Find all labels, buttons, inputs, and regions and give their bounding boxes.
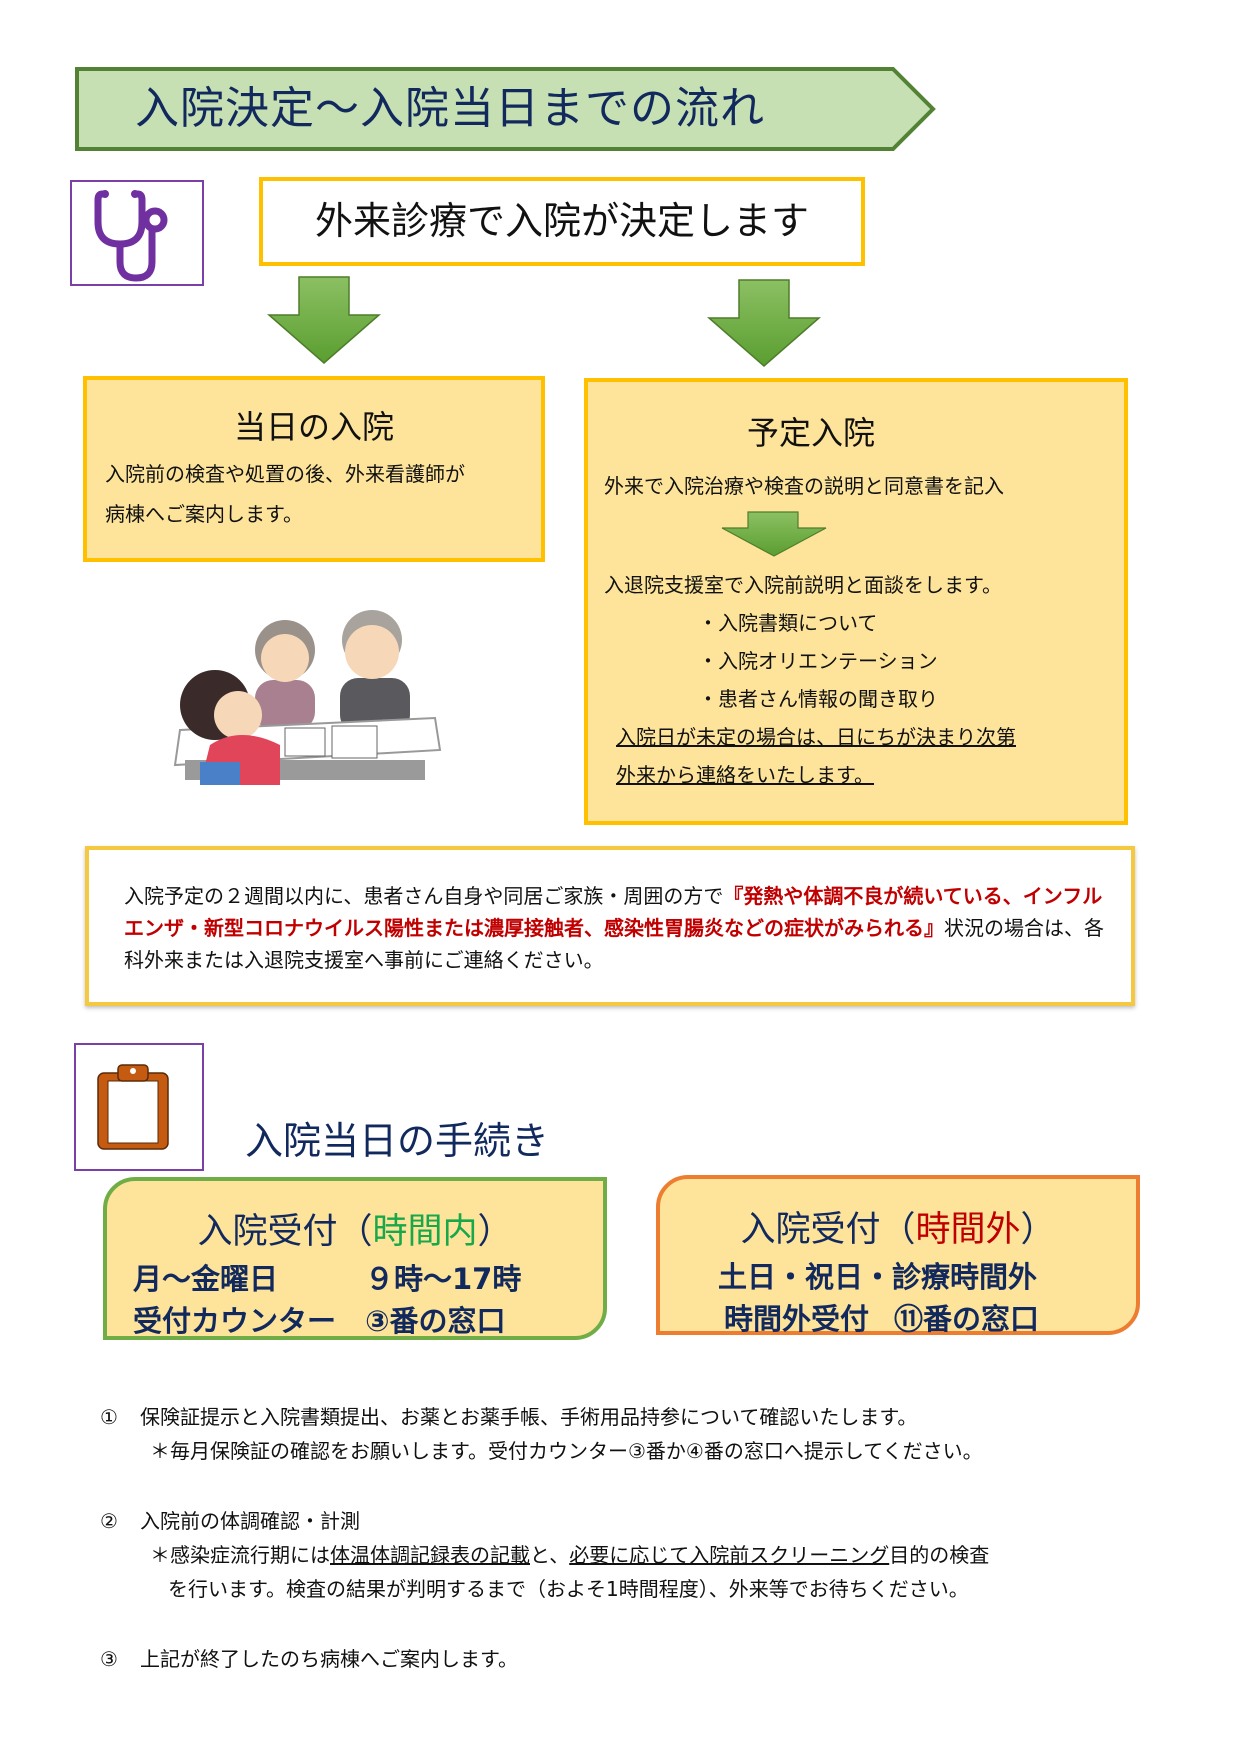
reception-after-hours-box: 入院受付（時間外） 土日・祝日・診療時間外 時間外受付 ⑪番の窓口 <box>656 1175 1140 1336</box>
planned-admission-box: 予定入院 外来で入院治療や検査の説明と同意書を記入 入退院支援室で入院前説明と面… <box>584 378 1128 825</box>
decision-box: 外来診療で入院が決定します <box>259 177 865 266</box>
planned-bullet: ・患者さん情報の聞き取り <box>698 687 938 711</box>
reception-in-hours-box: 入院受付（時間内） 月〜金曜日 ９時〜17時 受付カウンター ③番の窓口 <box>103 1177 607 1340</box>
arrow-down-icon <box>721 511 827 557</box>
arrow-down-icon <box>267 276 381 364</box>
title-banner: 入院決定〜入院当日までの流れ <box>75 67 937 151</box>
reception-in-hours-title: 入院受付（時間内） <box>197 1212 513 1252</box>
same-day-title: 当日の入院 <box>233 408 394 446</box>
nurse-consultation-illustration <box>173 610 442 785</box>
same-day-text: 入院前の検査や処置の後、外来看護師が <box>105 462 465 486</box>
procedures-title: 入院当日の手続き <box>245 1119 550 1163</box>
after-hours-window: ⑪番の窓口 <box>894 1302 1040 1336</box>
notice-highlight: 『発熱や体調不良が続いている、インフルエンザ・新型コロナウイルス陽性または濃厚接… <box>124 884 1103 940</box>
planned-bullet: ・入院オリエンテーション <box>698 649 938 673</box>
clipboard-icon <box>97 1064 169 1150</box>
same-day-admission-box: 当日の入院 入院前の検査や処置の後、外来看護師が 病棟へご案内します。 <box>83 376 545 562</box>
planned-note: 入院日が未定の場合は、日にちが決まり次第 <box>616 725 1016 749</box>
arrow-down-icon <box>707 279 821 367</box>
clipboard-icon-box <box>74 1043 204 1171</box>
planned-step1: 外来で入院治療や検査の説明と同意書を記入 <box>604 474 1004 498</box>
reception-after-hours-title: 入院受付（時間外） <box>740 1210 1056 1250</box>
banner-arrow-shape <box>75 67 936 151</box>
stethoscope-icon <box>94 190 168 282</box>
planned-step2: 入退院支援室で入院前説明と面談をします。 <box>604 573 1002 597</box>
planned-title: 予定入院 <box>746 414 875 452</box>
infection-notice-text: 入院予定の２週間以内に、患者さん自身や同居ご家族・周囲の方で『発熱や体調不良が続… <box>124 884 1104 972</box>
planned-note: 外来から連絡をいたします。 <box>616 763 874 787</box>
infection-notice-box: 入院予定の２週間以内に、患者さん自身や同居ご家族・周囲の方で『発熱や体調不良が続… <box>85 846 1135 1006</box>
in-hours-counter: 受付カウンター <box>133 1304 337 1338</box>
in-hours-days: 月〜金曜日 <box>133 1262 279 1296</box>
after-hours-days: 土日・祝日・診療時間外 <box>718 1260 1038 1294</box>
stethoscope-icon-box <box>70 180 204 286</box>
page-title: 入院決定〜入院当日までの流れ <box>135 83 765 134</box>
same-day-text: 病棟へご案内します。 <box>105 502 303 526</box>
in-hours-window: ③番の窓口 <box>365 1304 506 1338</box>
after-hours-counter: 時間外受付 <box>724 1302 870 1336</box>
planned-bullet: ・入院書類について <box>698 611 878 635</box>
in-hours-hours: ９時〜17時 <box>365 1262 522 1296</box>
